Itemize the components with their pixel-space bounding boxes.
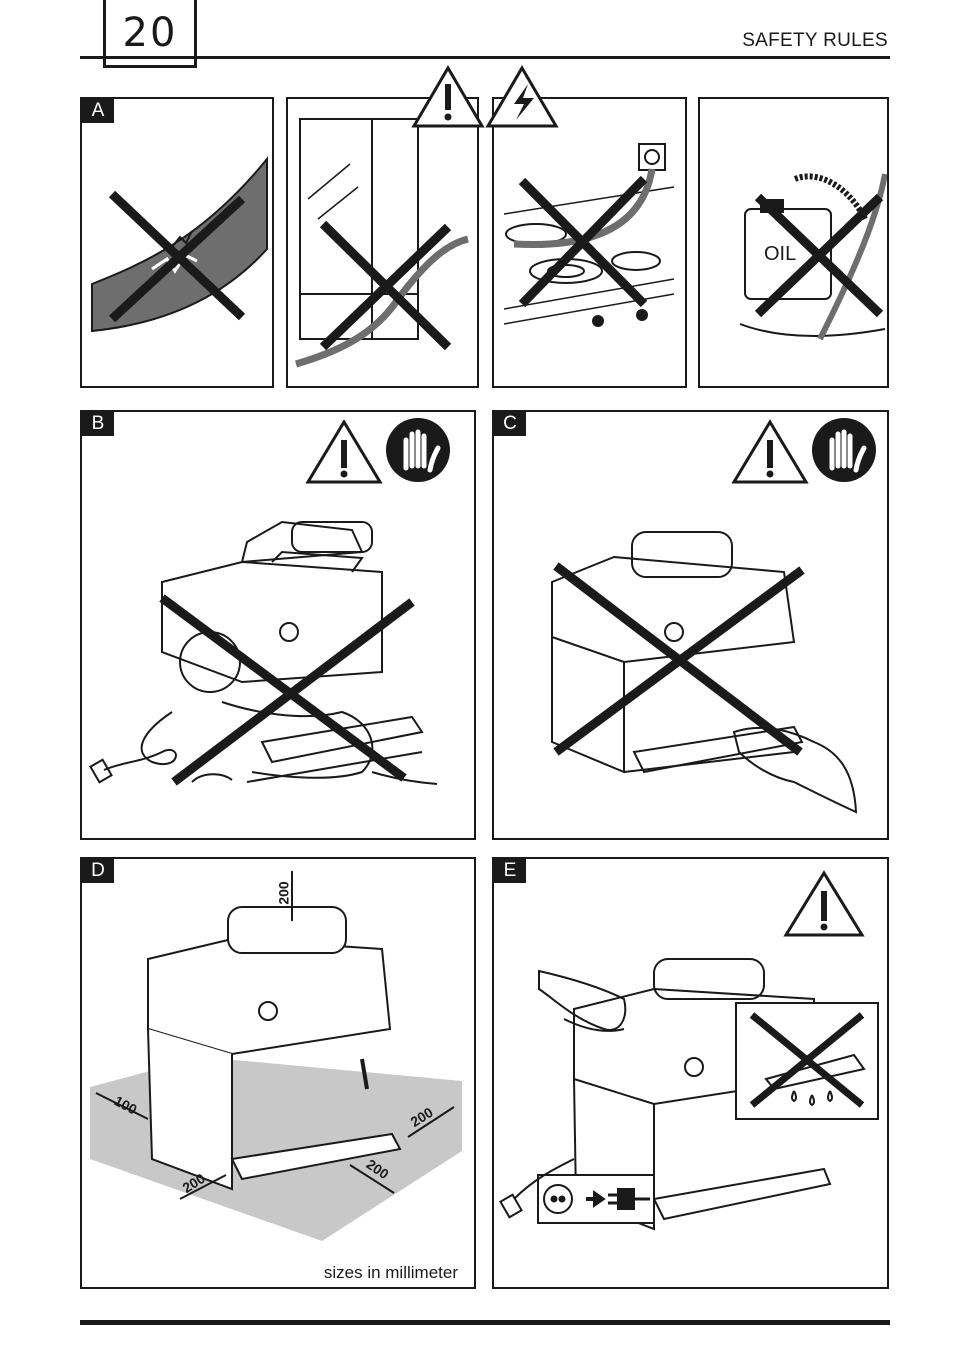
panel-a1: A bbox=[80, 97, 274, 388]
panel-tag-d: D bbox=[82, 859, 114, 883]
panel-tag-a: A bbox=[82, 99, 114, 123]
dimension-arrows bbox=[95, 871, 455, 1200]
row-a-warning-icons bbox=[411, 65, 559, 128]
panel-a2 bbox=[286, 97, 479, 388]
panel-tag-c: C bbox=[494, 412, 526, 436]
electric-hazard-icon bbox=[485, 65, 559, 128]
header-rule bbox=[80, 56, 890, 59]
dimensions-caption: sizes in millimeter bbox=[323, 1263, 458, 1282]
panel-tag-b: B bbox=[82, 412, 114, 436]
panel-b: B bbox=[80, 410, 476, 840]
hand-drawing bbox=[732, 726, 858, 814]
warning-triangle-icon bbox=[731, 419, 809, 484]
coffee-machine-drawing bbox=[551, 531, 804, 774]
power-cable bbox=[499, 1158, 575, 1219]
prohibited-cross-icon bbox=[553, 562, 805, 756]
hot-stove-illustration bbox=[503, 143, 675, 327]
damaged-cable-illustration bbox=[91, 156, 268, 333]
clearance-dimensions-illustration bbox=[90, 871, 462, 1241]
warning-triangle-icon bbox=[305, 419, 383, 484]
prohibited-cross-icon bbox=[108, 190, 246, 323]
dimension-top: 200 bbox=[275, 881, 292, 905]
cable-door-illustration bbox=[295, 118, 469, 368]
warning-triangle-icon bbox=[411, 65, 485, 128]
stop-hand-icon bbox=[386, 418, 450, 482]
power-cable bbox=[89, 711, 177, 784]
footer-rule bbox=[80, 1320, 890, 1325]
coffee-machine-drawing bbox=[161, 520, 424, 783]
stop-hand-icon bbox=[812, 418, 876, 482]
prohibited-cross-icon bbox=[749, 1012, 865, 1108]
panel-tag-e: E bbox=[494, 859, 526, 883]
child-near-machine-illustration bbox=[89, 418, 450, 786]
panel-d: D 200 100 200 200 200 sizes in millimete… bbox=[80, 857, 476, 1289]
panel-a4: OIL bbox=[698, 97, 889, 388]
section-title: SAFETY RULES bbox=[742, 30, 888, 51]
prohibited-cross-icon bbox=[159, 594, 415, 786]
panel-e: E bbox=[492, 857, 889, 1289]
cleaning-unplugged-illustration bbox=[499, 870, 879, 1231]
panel-c: C bbox=[492, 410, 889, 840]
prohibited-cross-icon bbox=[754, 193, 884, 318]
coffee-machine-drawing bbox=[147, 906, 402, 1191]
prohibited-cross-icon bbox=[518, 175, 648, 308]
hand-wiping-drawing bbox=[538, 969, 627, 1032]
panel-a3 bbox=[492, 97, 687, 388]
oil-can-label: OIL bbox=[764, 243, 797, 265]
prohibited-cross-icon bbox=[319, 220, 452, 351]
floor-area bbox=[90, 1057, 462, 1241]
warning-triangle-icon bbox=[783, 870, 865, 937]
oil-can-illustration bbox=[739, 173, 887, 341]
hand-under-spout-illustration bbox=[551, 418, 876, 814]
unplug-icon bbox=[543, 1184, 650, 1214]
